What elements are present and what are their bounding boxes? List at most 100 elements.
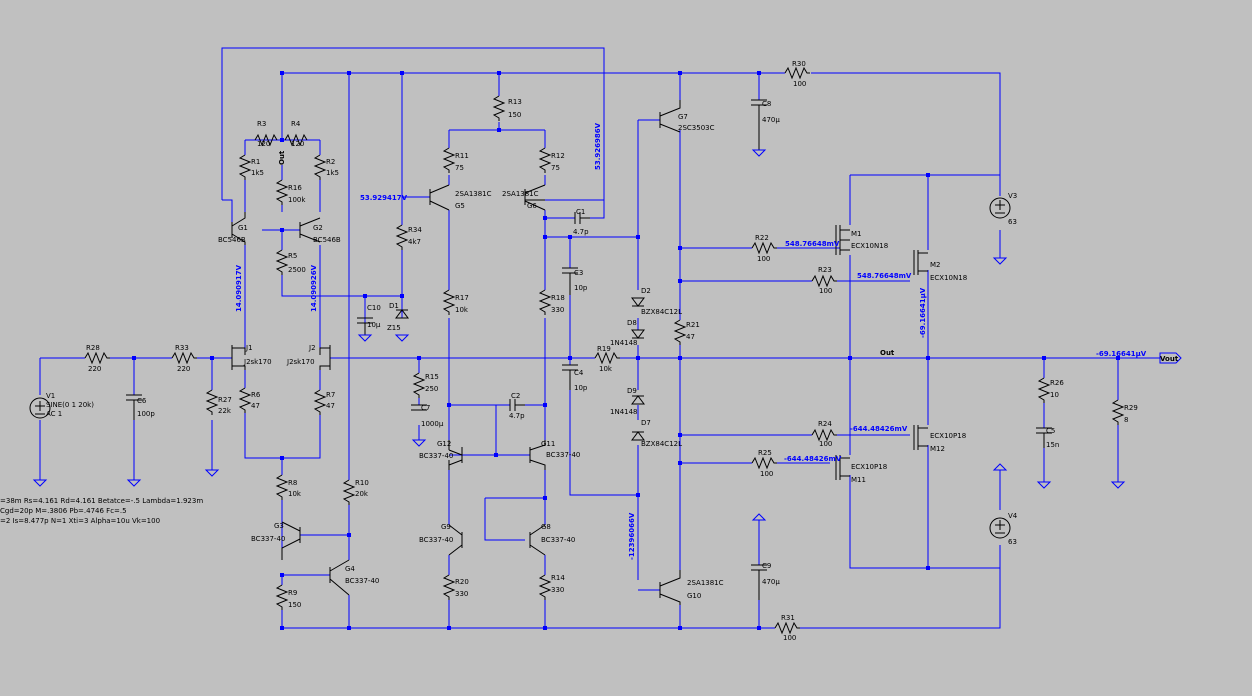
value-j2: J2sk170 bbox=[286, 358, 315, 366]
value-c2: 4.7p bbox=[509, 412, 525, 420]
label-d1: D1 bbox=[389, 302, 399, 310]
label-r15: R15 bbox=[425, 373, 439, 381]
net-vout: Vout bbox=[1160, 355, 1179, 363]
net-labels: Out Out Vout bbox=[278, 150, 1179, 363]
value-d7: BZX84C12L bbox=[641, 440, 682, 448]
voltage-output-node: -69.16641µV bbox=[919, 287, 927, 338]
voltage-annotations: 53.929417V 53.926986V 14.090917V 14.0909… bbox=[235, 122, 1147, 560]
label-r5: R5 bbox=[288, 252, 297, 260]
value-g11: BC337-40 bbox=[546, 451, 580, 459]
label-r25: R25 bbox=[758, 449, 772, 457]
label-r23: R23 bbox=[818, 266, 832, 274]
value-d2: BZX84C12L bbox=[641, 308, 682, 316]
value-r11: 75 bbox=[455, 164, 464, 172]
value-c10: 10µ bbox=[367, 321, 381, 329]
label-r20: R20 bbox=[455, 578, 469, 586]
value-r6: 47 bbox=[251, 402, 260, 410]
label-r24: R24 bbox=[818, 420, 832, 428]
value-r31: 100 bbox=[783, 634, 796, 642]
label-j2: J2 bbox=[308, 344, 316, 352]
value-r14: 330 bbox=[551, 586, 564, 594]
value-v4: 63 bbox=[1008, 538, 1017, 546]
value-c9: 470µ bbox=[762, 578, 780, 586]
label-r6: R6 bbox=[251, 391, 261, 399]
component-labels: R1 1k5 R2 1k5 R3 120 R4 120 R5 2500 R6 4… bbox=[46, 60, 1138, 642]
junction-dots bbox=[132, 71, 1120, 630]
net-out-top: Out bbox=[278, 150, 286, 165]
label-r9: R9 bbox=[288, 589, 297, 597]
label-r3: R3 bbox=[257, 120, 266, 128]
voltage-m1-gate: 548.76648mV bbox=[785, 240, 840, 248]
value-g1: BC546B bbox=[218, 236, 246, 244]
value-r29: 8 bbox=[1124, 416, 1128, 424]
value-m11: ECX10P18 bbox=[851, 463, 887, 471]
value-c6: 100p bbox=[137, 410, 155, 418]
spice-model-text: =38m Rs=4.161 Rd=4.161 Betatce=-.5 Lambd… bbox=[0, 497, 203, 525]
label-r34: R34 bbox=[408, 226, 422, 234]
label-r1: R1 bbox=[251, 158, 260, 166]
value-g6: 2SA1381C bbox=[502, 190, 539, 198]
diode-symbols bbox=[395, 297, 645, 441]
capacitor-symbols bbox=[126, 99, 1052, 600]
voltage-feedback: 53.926986V bbox=[594, 122, 602, 170]
label-m1: M1 bbox=[851, 230, 862, 238]
value-g3: BC337-40 bbox=[251, 535, 285, 543]
label-c2: C2 bbox=[511, 392, 520, 400]
label-r26: R26 bbox=[1050, 379, 1064, 387]
label-g9: G9 bbox=[441, 523, 451, 531]
value-r16: 100k bbox=[288, 196, 306, 204]
label-g12: G12 bbox=[437, 440, 451, 448]
value-c7: 1000µ bbox=[421, 420, 444, 428]
label-r13: R13 bbox=[508, 98, 522, 106]
label-d2: D2 bbox=[641, 287, 651, 295]
label-r14: R14 bbox=[551, 574, 565, 582]
value-r3: 120 bbox=[257, 140, 270, 148]
value-m12: ECX10P18 bbox=[930, 432, 966, 440]
label-r17: R17 bbox=[455, 294, 469, 302]
transistor-symbols bbox=[231, 100, 928, 605]
value-r22: 100 bbox=[757, 255, 770, 263]
label-m2: M2 bbox=[930, 261, 941, 269]
resistor-symbols bbox=[84, 66, 1125, 635]
label-c8: C8 bbox=[762, 100, 771, 108]
label-r29: R29 bbox=[1124, 404, 1138, 412]
value-g2: BC546B bbox=[313, 236, 341, 244]
label-g4: G4 bbox=[345, 565, 355, 573]
label-m12: M12 bbox=[930, 445, 945, 453]
model-line-2: Cgd=20p M=.3806 Pb=.4746 Fc=.5 bbox=[0, 507, 127, 515]
voltage-sources bbox=[29, 197, 1011, 539]
value-r23: 100 bbox=[819, 287, 832, 295]
model-line-3: =2 Is=8.477p N=1 Xti=3 Alpha=10u Vk=100 bbox=[0, 517, 160, 525]
label-r31: R31 bbox=[781, 614, 795, 622]
value-r17: 10k bbox=[455, 306, 469, 314]
label-r28: R28 bbox=[86, 344, 100, 352]
label-r2: R2 bbox=[326, 158, 335, 166]
label-j1: J1 bbox=[245, 344, 253, 352]
value-r10: 20k bbox=[355, 490, 369, 498]
label-g1: G1 bbox=[238, 224, 248, 232]
label-r27: R27 bbox=[218, 396, 232, 404]
label-r30: R30 bbox=[792, 60, 806, 68]
label-r11: R11 bbox=[455, 152, 469, 160]
label-r22: R22 bbox=[755, 234, 769, 242]
label-g6: G6 bbox=[527, 202, 537, 210]
label-g3: G3 bbox=[274, 522, 284, 530]
label-r4: R4 bbox=[291, 120, 301, 128]
value-g5: 2SA1381C bbox=[455, 190, 492, 198]
value-r30: 100 bbox=[793, 80, 806, 88]
voltage-m12-gate: -644.48426mV bbox=[850, 425, 908, 433]
label-m11: M11 bbox=[851, 476, 866, 484]
value-v1: SINE(0 1 20k) bbox=[46, 401, 94, 409]
value-r27: 22k bbox=[218, 407, 232, 415]
net-out-mid: Out bbox=[880, 349, 895, 357]
label-r21: R21 bbox=[686, 321, 700, 329]
voltage-j1-drain: 14.090917V bbox=[235, 264, 243, 312]
label-r18: R18 bbox=[551, 294, 565, 302]
value-r19: 10k bbox=[599, 365, 613, 373]
value-r7: 47 bbox=[326, 402, 335, 410]
value-d9: 1N4148 bbox=[610, 408, 638, 416]
label-c5: C5 bbox=[1046, 427, 1055, 435]
voltage-m2-gate: 548.76648mV bbox=[857, 272, 912, 280]
value-r5: 2500 bbox=[288, 266, 306, 274]
